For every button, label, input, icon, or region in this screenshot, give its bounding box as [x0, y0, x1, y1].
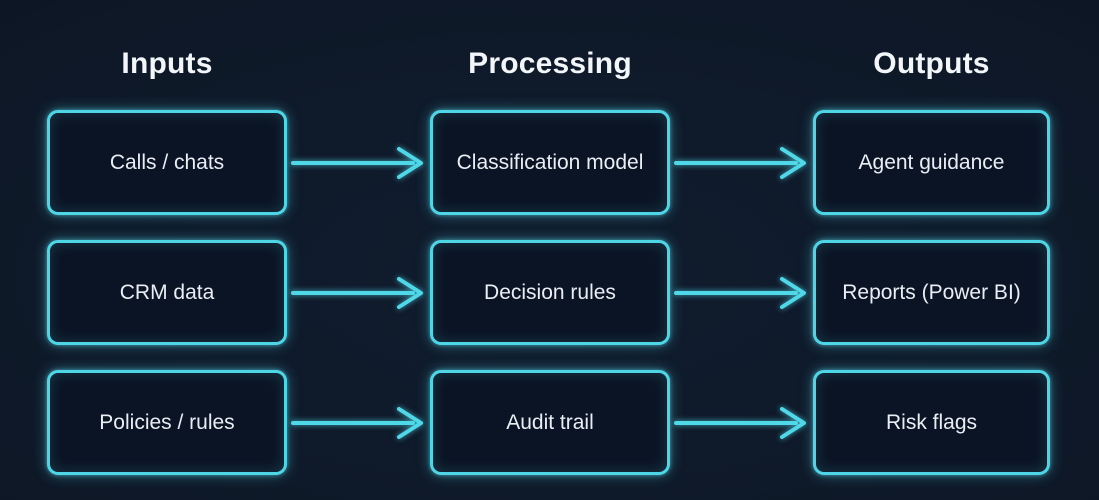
node-audit-trail: Audit trail	[430, 370, 670, 475]
node-label: Policies / rules	[99, 410, 235, 434]
right-arrow-icon	[674, 276, 806, 309]
node-classification-model: Classification model	[430, 110, 670, 215]
right-arrow-icon	[291, 146, 423, 179]
flow-arrow	[287, 240, 430, 345]
flow-arrow	[670, 240, 813, 345]
node-reports-power-bi: Reports (Power BI)	[813, 240, 1050, 345]
column-header-processing: Processing	[468, 47, 632, 80]
flow-arrow	[670, 110, 813, 215]
node-policies-rules: Policies / rules	[47, 370, 287, 475]
node-label: Calls / chats	[109, 150, 225, 174]
node-risk-flags: Risk flags	[813, 370, 1050, 475]
node-decision-rules: Decision rules	[430, 240, 670, 345]
node-label: Reports (Power BI)	[842, 280, 1021, 304]
node-label: Classification model	[456, 150, 644, 174]
right-arrow-icon	[674, 406, 806, 439]
node-label: Agent guidance	[858, 150, 1005, 174]
column-header-inputs: Inputs	[121, 47, 213, 80]
node-agent-guidance: Agent guidance	[813, 110, 1050, 215]
column-header-outputs: Outputs	[873, 47, 990, 80]
flow-arrow	[287, 110, 430, 215]
node-label: CRM data	[119, 280, 215, 304]
flow-arrow	[670, 370, 813, 475]
node-calls-chats: Calls / chats	[47, 110, 287, 215]
right-arrow-icon	[291, 276, 423, 309]
right-arrow-icon	[291, 406, 423, 439]
node-crm-data: CRM data	[47, 240, 287, 345]
node-label: Risk flags	[885, 410, 978, 434]
node-label: Audit trail	[506, 410, 594, 434]
node-label: Decision rules	[484, 280, 616, 304]
right-arrow-icon	[674, 146, 806, 179]
flow-arrow	[287, 370, 430, 475]
